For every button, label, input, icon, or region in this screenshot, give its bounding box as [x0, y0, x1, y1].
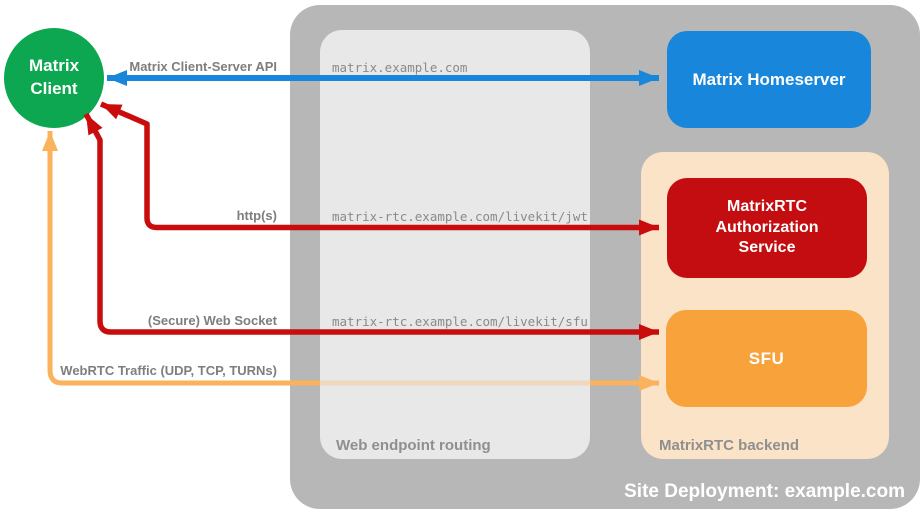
- endpoint-livekit-jwt: matrix-rtc.example.com/livekit/jwt: [332, 209, 588, 224]
- caption-matrixrtc-backend: MatrixRTC backend: [659, 437, 800, 454]
- matrix-homeserver-node: Matrix Homeserver: [667, 31, 871, 128]
- site-deployment-title: Site Deployment: example.com: [624, 481, 905, 502]
- endpoint-livekit-sfu: matrix-rtc.example.com/livekit/sfu: [332, 314, 588, 329]
- label-client-server-api: Matrix Client-Server API: [129, 59, 277, 74]
- matrix-homeserver-label: Matrix Homeserver: [692, 69, 846, 89]
- sfu-node: SFU: [666, 310, 867, 407]
- label-https: http(s): [236, 208, 277, 223]
- arrow-webrtc-left: [42, 131, 320, 386]
- label-websocket: (Secure) Web Socket: [147, 313, 277, 328]
- caption-web-endpoint-routing: Web endpoint routing: [336, 437, 491, 454]
- matrixrtc-auth-service-label: MatrixRTC Authorization Service: [715, 197, 819, 257]
- web-endpoint-routing-container: [320, 30, 590, 459]
- matrix-client-node: Matrix Client: [4, 28, 104, 128]
- sfu-label: SFU: [748, 348, 785, 368]
- matrix-client-label: Matrix Client: [28, 56, 80, 98]
- endpoint-matrix: matrix.example.com: [332, 60, 468, 75]
- label-webrtc-traffic: WebRTC Traffic (UDP, TCP, TURNs): [60, 363, 277, 378]
- matrixrtc-auth-service-node: MatrixRTC Authorization Service: [667, 178, 867, 278]
